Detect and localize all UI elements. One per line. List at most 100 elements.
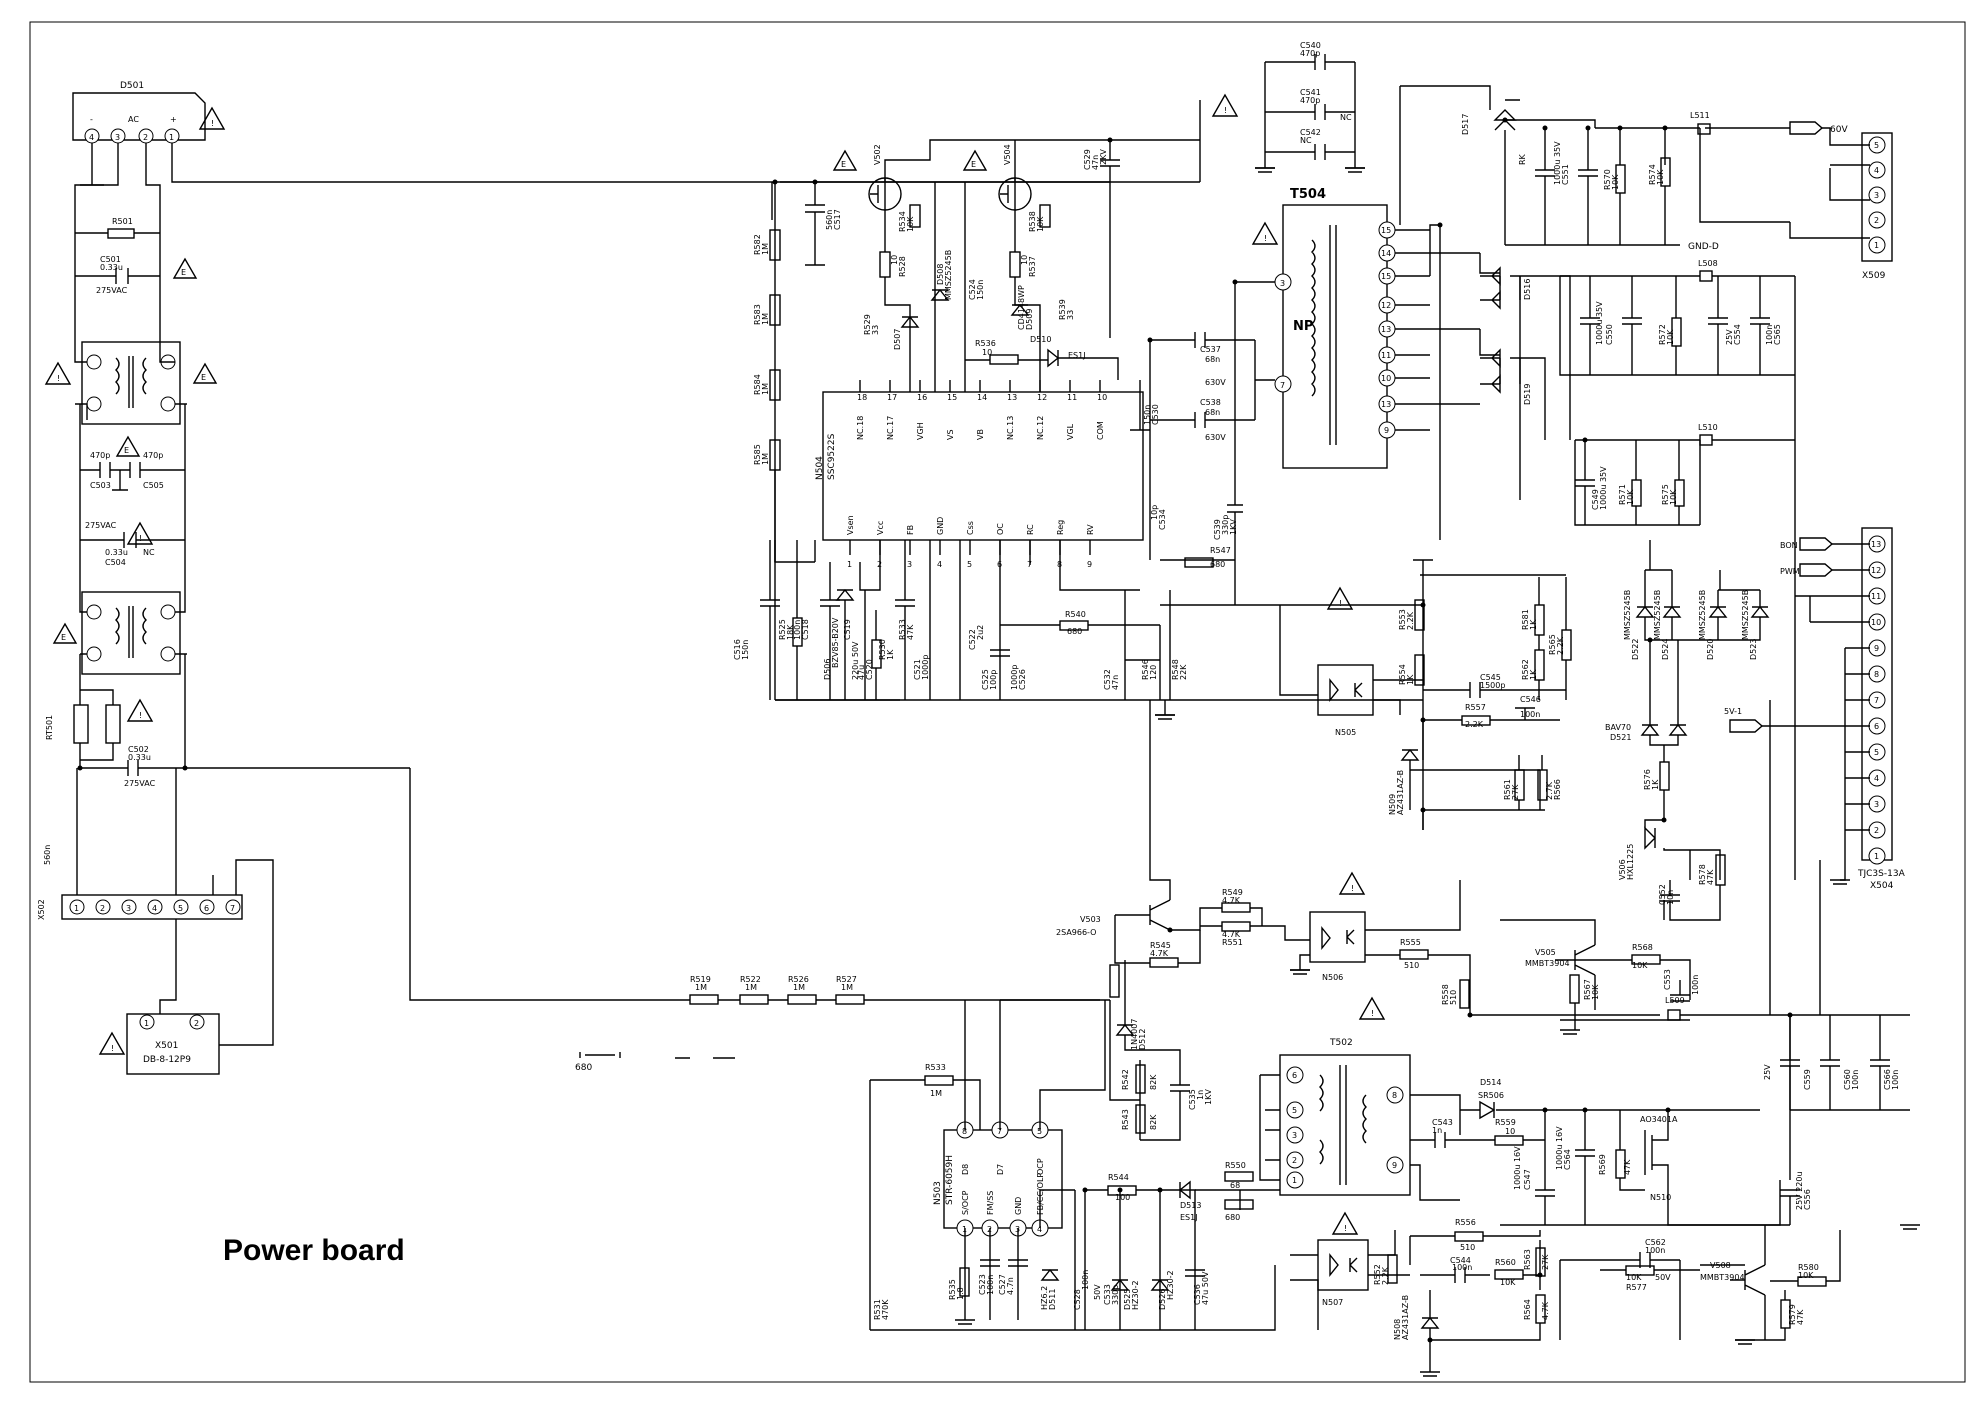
component-value-c529v: 2KV (1099, 149, 1108, 165)
warning-symbols: !!!!!!!!!!! (44, 93, 1386, 1235)
component-value-c518: 100n (793, 620, 802, 640)
component-ref-v503: V503 (1080, 915, 1101, 924)
component-ref-c564: C564 (1563, 1149, 1572, 1170)
t502-pin-number: 6 (1292, 1071, 1297, 1080)
warning-mark: ! (1264, 234, 1267, 243)
border-frame (29, 21, 1966, 1383)
component-ref-n510: N510 (1650, 1193, 1671, 1202)
component-value-c503: 470p (90, 451, 110, 460)
component-value-r552b: 680 (1225, 1213, 1240, 1222)
resistor-r537 (1009, 251, 1021, 278)
x509-pin (1868, 161, 1886, 179)
component-ref-n506: N506 (1322, 973, 1343, 982)
component-ref-d509: D509 (1025, 309, 1034, 330)
component-ref-c527: C527 (998, 1274, 1007, 1295)
component-ref-c545: C545 (1480, 673, 1501, 682)
component-ref-d508: D508 (936, 264, 945, 285)
component-value-r533: 1M (930, 1089, 942, 1098)
ground-symbols (955, 167, 1920, 1377)
thermistor-rt501 (73, 704, 89, 744)
bridge-ref: D501 (120, 81, 144, 91)
diode-d517 (1493, 109, 1517, 245)
component-ref-r548: R548 (1171, 659, 1180, 680)
warning-icon (44, 361, 72, 385)
component-ref-r525: R525 (778, 619, 787, 640)
component-ref-d516: D516 (1523, 279, 1532, 300)
n504-pin-name: GND (936, 517, 945, 535)
capacitor-c523 (980, 1259, 1000, 1267)
capacitor-c538 (1150, 412, 1255, 428)
t504-np: NP (1293, 319, 1313, 334)
x504-pin-number: 10 (1871, 618, 1881, 627)
component-ref-v504: V504 (1003, 144, 1012, 165)
x504-pin-number: 2 (1874, 826, 1879, 835)
resistor-r550 (1224, 1171, 1254, 1182)
n503-pin-name: FM/SS (986, 1191, 995, 1215)
x504-pin-number: 6 (1874, 722, 1879, 731)
component-ref-r530: R530 (878, 639, 887, 660)
component-value-r565: 2.2K (1556, 636, 1565, 655)
t502-pin-number: 5 (1292, 1106, 1297, 1115)
earth-mark-letter: E (181, 268, 186, 277)
n503-pin-name: S/OCP (961, 1190, 970, 1215)
n503-pin-name: GND (1014, 1197, 1023, 1215)
component-value-c535: 1n (1196, 1090, 1205, 1100)
component-ref-c553: C553 (1663, 969, 1672, 990)
optocoupler-n505 (1317, 664, 1374, 716)
component-value-r556: 510 (1460, 1243, 1475, 1252)
earth-mark-letter: E (971, 160, 976, 169)
component-ref-r552: R552 (1373, 1264, 1382, 1285)
x502-pin-number: 4 (152, 904, 157, 913)
x502-ref: X502 (37, 899, 46, 920)
n504-pin-number: 1 (847, 560, 852, 569)
component-ref-c536: C536 (1193, 1284, 1202, 1305)
inductor-l511 (1697, 123, 1711, 135)
warning-icon (198, 106, 226, 130)
bridge-minus: - (90, 115, 93, 124)
component-value-c523: 100n (986, 1275, 995, 1295)
component-value-c505: 470p (143, 451, 163, 460)
component-value-r580: 10K (1798, 1271, 1814, 1280)
component-ref-c541: C541 (1300, 88, 1321, 97)
mosfet-v502 (868, 177, 902, 225)
component-value-d510: ES1J (1068, 351, 1086, 360)
diode-d521a (1640, 723, 1660, 736)
component-ref-d520: D520 (1706, 639, 1715, 660)
capacitor-c539 (1227, 282, 1243, 605)
component-ref-c550: C550 (1605, 324, 1614, 345)
optocoupler-n507 (1317, 1239, 1369, 1291)
x509-pin-number: 4 (1874, 166, 1879, 175)
warning-mark: ! (1224, 106, 1227, 115)
component-value-c522: 2u2 (976, 625, 985, 640)
component-value-v505: MMBT3904 (1525, 959, 1570, 968)
resistor-r576 (1659, 761, 1670, 791)
n504-pin-number: 10 (1097, 393, 1107, 402)
warning-icon (1358, 996, 1386, 1020)
component-ref-v505: V505 (1535, 948, 1556, 957)
component-ref-d512: D512 (1138, 1029, 1147, 1050)
component-ref-c524: C524 (968, 279, 977, 300)
component-value-c546: 100n (1520, 710, 1540, 719)
warning-icon (1251, 221, 1279, 245)
n503-pin-number: 4 (1037, 1225, 1042, 1234)
component-value-v506: HXL1225 (1626, 844, 1635, 880)
component-value-c539: 330p (1221, 515, 1230, 535)
component-value-c556: 25V 220u (1795, 1171, 1804, 1210)
bridge-ac: AC (128, 115, 139, 124)
component-ref-c502: C502 (128, 745, 149, 754)
component-value-r575: 10K (1669, 489, 1678, 505)
x504-pin-number: 1 (1874, 852, 1879, 861)
n503-pin-number: 7 (997, 1127, 1002, 1136)
resistor-r526 (787, 994, 817, 1005)
component-ref-r551: R551 (1222, 938, 1243, 947)
component-ref-l509: L509 (1665, 996, 1685, 1005)
warning-icon (1331, 1211, 1359, 1235)
connector-x501: 1 2 X501 DB-8-12P9 (126, 1013, 220, 1075)
component-ref-r559: R559 (1495, 1118, 1516, 1127)
transistor-v506 (1644, 826, 1656, 850)
component-ref-c521: C521 (913, 659, 922, 680)
capacitor-c545 (1423, 682, 1566, 698)
x509-pin-number: 1 (1874, 241, 1879, 250)
